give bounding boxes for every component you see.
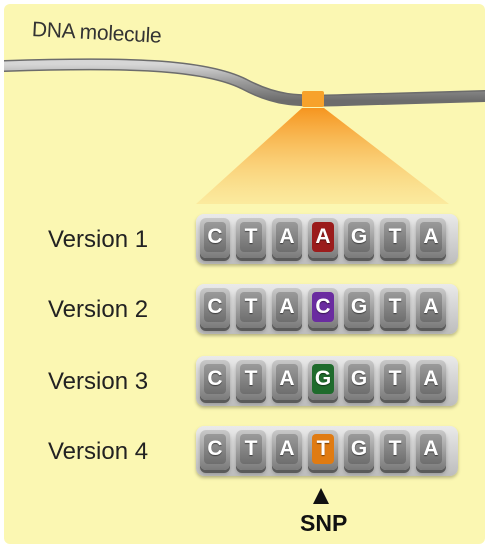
zoom-cone xyxy=(196,108,449,204)
base-letter: C xyxy=(312,292,334,322)
base-tile: T xyxy=(380,360,410,400)
base-tile: G xyxy=(344,360,374,400)
base-letter: A xyxy=(276,222,298,252)
base-letter: A xyxy=(276,434,298,464)
base-tile: A xyxy=(272,430,302,470)
base-tile: T xyxy=(236,288,266,328)
base-letter: T xyxy=(240,434,262,464)
snp-base-tile: T xyxy=(308,430,338,470)
base-letter: T xyxy=(384,222,406,252)
base-tile: G xyxy=(344,288,374,328)
base-tile: T xyxy=(236,430,266,470)
base-tile: A xyxy=(416,288,446,328)
base-letter: A xyxy=(420,222,442,252)
snp-arrow-icon xyxy=(313,488,329,504)
base-letter: A xyxy=(420,292,442,322)
base-letter: C xyxy=(204,364,226,394)
base-letter: T xyxy=(240,222,262,252)
base-letter: C xyxy=(204,292,226,322)
base-tile: A xyxy=(416,430,446,470)
base-letter: T xyxy=(240,292,262,322)
base-tile: C xyxy=(200,218,230,258)
snp-label: SNP xyxy=(300,510,348,536)
base-letter: G xyxy=(348,292,370,322)
base-tile: T xyxy=(380,288,410,328)
base-tile: A xyxy=(272,218,302,258)
snp-position-marker xyxy=(302,91,324,107)
base-tile: G xyxy=(344,218,374,258)
base-tile: A xyxy=(272,360,302,400)
base-tile: T xyxy=(236,360,266,400)
base-letter: A xyxy=(420,434,442,464)
base-letter: T xyxy=(384,292,406,322)
version-label: Version 2 xyxy=(48,296,149,323)
base-letter: T xyxy=(240,364,262,394)
base-tile: A xyxy=(416,218,446,258)
base-tile: C xyxy=(200,288,230,328)
base-tile: C xyxy=(200,430,230,470)
base-tile: T xyxy=(380,218,410,258)
base-tile: C xyxy=(200,360,230,400)
version-label: Version 1 xyxy=(48,226,149,253)
base-letter: C xyxy=(204,222,226,252)
base-letter: G xyxy=(348,364,370,394)
base-letter: C xyxy=(204,434,226,464)
base-letter: T xyxy=(312,434,334,464)
base-letter: A xyxy=(276,292,298,322)
base-letter: G xyxy=(348,222,370,252)
base-letter: T xyxy=(384,434,406,464)
snp-base-tile: A xyxy=(308,218,338,258)
base-tile: A xyxy=(416,360,446,400)
snp-base-tile: C xyxy=(308,288,338,328)
base-letter: G xyxy=(312,364,334,394)
base-letter: A xyxy=(312,222,334,252)
version-label: Version 3 xyxy=(48,368,149,395)
base-letter: G xyxy=(348,434,370,464)
base-letter: A xyxy=(276,364,298,394)
base-letter: A xyxy=(420,364,442,394)
base-letter: T xyxy=(384,364,406,394)
base-tile: G xyxy=(344,430,374,470)
snp-base-tile: G xyxy=(308,360,338,400)
base-tile: A xyxy=(272,288,302,328)
dna-illustration xyxy=(4,58,485,204)
version-label: Version 4 xyxy=(48,438,149,465)
base-tile: T xyxy=(380,430,410,470)
base-tile: T xyxy=(236,218,266,258)
